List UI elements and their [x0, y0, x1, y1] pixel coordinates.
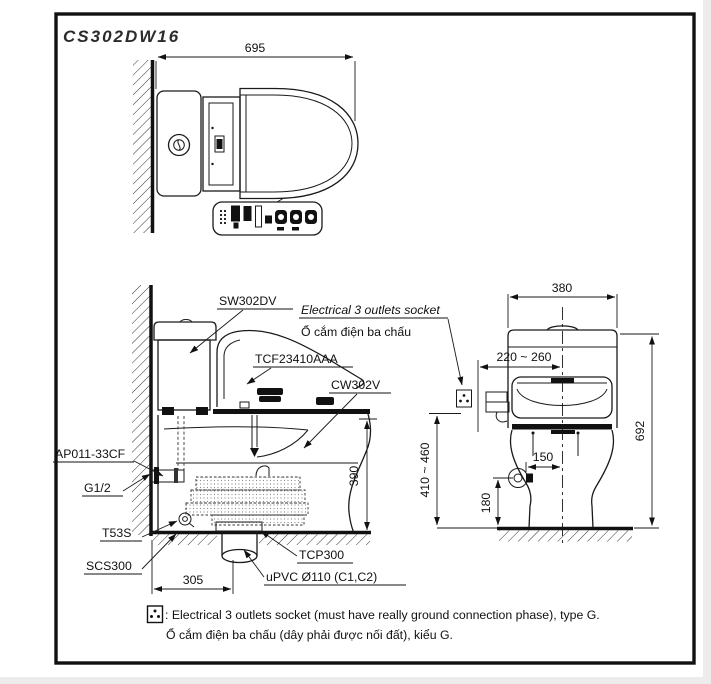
lid-plan	[239, 87, 359, 200]
label-connector: SCS300	[84, 533, 177, 575]
trap-hook	[255, 465, 270, 477]
outlet-pipe	[215, 521, 263, 564]
label-fixing-bolt: T53S	[100, 520, 178, 542]
svg-text:TCF23410AAA: TCF23410AAA	[255, 352, 339, 366]
rear-view: 380 220 ~ 260	[418, 281, 659, 546]
dim-seat-top-range: 410 ~ 460	[418, 413, 499, 529]
dim-tank-width: 380	[507, 281, 618, 328]
bowl-side	[157, 413, 372, 533]
wall-hatch	[132, 285, 150, 535]
label-bowl: CW302V	[303, 378, 391, 449]
page-edge-bottom	[0, 677, 711, 684]
tank-rear	[507, 325, 618, 428]
wall-hatch	[133, 60, 152, 233]
tank-plan	[156, 90, 202, 197]
bowl-rear	[509, 424, 615, 529]
stop-valve	[178, 512, 192, 526]
dim-rim-height: 390	[347, 418, 377, 531]
page-edge-right	[703, 0, 711, 684]
washlet-plan	[202, 96, 241, 192]
svg-text:G1/2: G1/2	[84, 481, 111, 495]
top-view: 695	[133, 41, 359, 236]
svg-text:695: 695	[245, 41, 266, 55]
note-line-2: Ổ cắm điện ba chấu (dây phải được nối đấ…	[166, 627, 453, 642]
svg-text:410 ~ 460: 410 ~ 460	[418, 442, 432, 497]
svg-text:305: 305	[183, 573, 204, 587]
svg-text:220 ~ 260: 220 ~ 260	[496, 350, 551, 364]
label-tank: SW302DV	[189, 294, 293, 354]
model-title: CS302DW16	[63, 27, 180, 46]
three-pin-socket-icon	[146, 605, 164, 624]
label-outlet-pipe: uPVC Ø110 (C1,C2)	[243, 549, 406, 586]
label-electrical-socket: Electrical 3 outlets socket Ổ cắm điện b…	[299, 303, 464, 386]
dim-stop-valve-offset: 150	[525, 450, 561, 472]
svg-text:180: 180	[479, 493, 493, 514]
washlet-rear	[511, 376, 613, 419]
label-supply-hose: AP011-33CF	[53, 447, 164, 477]
washlet-side	[213, 329, 370, 414]
note-line-1: : Electrical 3 outlets socket (must have…	[165, 608, 600, 622]
label-flange: TCP300	[260, 530, 353, 564]
dim-overall-depth: 695	[155, 41, 356, 121]
svg-text:SW302DV: SW302DV	[219, 294, 277, 308]
socket-icon	[456, 389, 472, 408]
svg-text:uPVC Ø110 (C1,C2): uPVC Ø110 (C1,C2)	[266, 570, 377, 584]
dim-supply-side-range: 220 ~ 260	[477, 350, 561, 432]
label-supply-thread: G1/2	[82, 473, 151, 497]
svg-text:692: 692	[633, 421, 647, 442]
svg-text:390: 390	[347, 466, 361, 487]
flush-button	[167, 133, 191, 157]
dim-overall-height: 692	[620, 333, 659, 529]
label-washlet: TCF23410AAA	[246, 352, 353, 385]
svg-text:AP011-33CF: AP011-33CF	[55, 447, 126, 461]
svg-text:T53S: T53S	[102, 526, 131, 540]
tank-side	[153, 318, 217, 415]
svg-text:Ổ cắm điện ba chấu: Ổ cắm điện ba chấu	[301, 324, 411, 339]
dim-outlet-setback: 305	[151, 540, 234, 594]
seat-rim-bar	[213, 409, 370, 414]
svg-text:150: 150	[533, 450, 554, 464]
svg-text:Electrical 3 outlets socket: Electrical 3 outlets socket	[301, 303, 440, 317]
inlet-fitting	[485, 391, 510, 423]
remote-control	[212, 198, 323, 236]
part-labels: SW302DV Electrical 3 outlets socket Ổ cắ…	[53, 294, 464, 586]
drawing-border	[54, 12, 696, 665]
svg-text:TCP300: TCP300	[299, 548, 344, 562]
footnote: : Electrical 3 outlets socket (must have…	[146, 605, 600, 642]
dim-stop-valve-height: 180	[479, 477, 513, 526]
remote-buttons	[219, 205, 317, 231]
front-view: 390 305	[132, 285, 377, 594]
svg-text:CW302V: CW302V	[331, 378, 381, 392]
svg-text:380: 380	[552, 281, 573, 295]
svg-text:SCS300: SCS300	[86, 559, 132, 573]
